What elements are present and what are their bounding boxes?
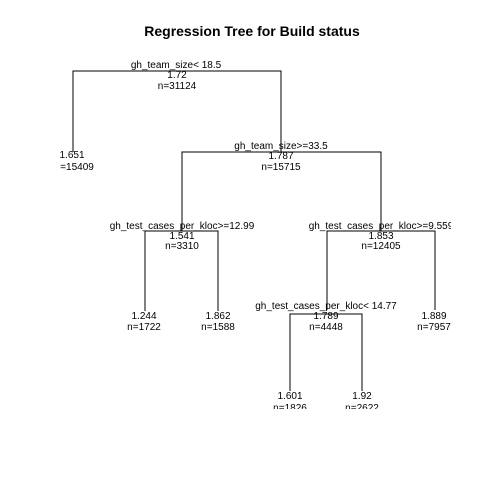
leaf-c-count: n=7957 (417, 322, 451, 333)
leaf-e-count: n=2622 (345, 403, 379, 414)
node2-value: 1.787 (268, 151, 293, 162)
node3-value: 1.541 (169, 231, 194, 242)
root-split-label: gh_team_size< 18.5 (131, 60, 222, 71)
leaf-left-count: =15409 (60, 162, 94, 173)
leaf-d-count: n=1826 (273, 403, 307, 414)
root-count: n=31124 (158, 81, 197, 92)
node3-count: n=3310 (165, 241, 199, 252)
node5-value: 1.789 (313, 311, 338, 322)
leaf-c-value: 1.889 (421, 311, 446, 322)
leaf-b-count: n=1588 (201, 322, 235, 333)
node2-split-label: gh_team_size>=33.5 (234, 141, 328, 152)
edge-node3 (144, 230, 219, 311)
edge-root (72, 70, 282, 152)
diagram-title: Regression Tree for Build status (144, 23, 360, 39)
node4-split-label: gh_test_cases_per_kloc>=9.559 (309, 221, 454, 232)
node4-count: n=12405 (361, 241, 401, 252)
leaf-a-value: 1.244 (131, 311, 156, 322)
leaf-e-value: 1.92 (352, 391, 372, 402)
leaf-b-value: 1.862 (205, 311, 230, 322)
leaf-left-value: 1.651 (59, 150, 84, 161)
leaf-d-value: 1.601 (277, 391, 302, 402)
node4-value: 1.853 (368, 231, 393, 242)
root-value: 1.72 (167, 70, 187, 81)
node3-split-label: gh_test_cases_per_kloc>=12.99 (110, 221, 255, 232)
node5-count: n=4448 (309, 322, 343, 333)
node5-split-label: gh_test_cases_per_kloc< 14.77 (255, 301, 397, 312)
edge-node4 (326, 230, 436, 310)
edge-node2 (181, 151, 382, 231)
node2-count: n=15715 (261, 162, 301, 173)
leaf-a-count: n=1722 (127, 322, 161, 333)
edge-node5 (289, 313, 363, 391)
